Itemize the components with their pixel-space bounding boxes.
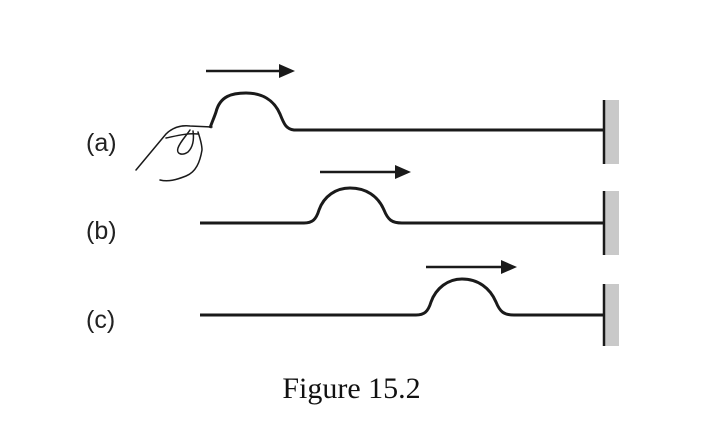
- string-a-with-pulse: [208, 91, 604, 132]
- string-b-with-pulse: [200, 186, 604, 225]
- direction-arrow-b-head: [395, 165, 411, 179]
- wall-a: [605, 100, 619, 164]
- panel-label-a: (a): [86, 129, 117, 157]
- panel-c: [200, 260, 619, 346]
- panel-a: [135, 64, 619, 182]
- figure-caption: Figure 15.2: [282, 372, 421, 405]
- direction-arrow-c-head: [501, 260, 517, 274]
- panel-label-b: (b): [86, 217, 117, 245]
- hand-icon: [135, 125, 213, 182]
- panel-b: [200, 165, 619, 255]
- panel-label-c: (c): [86, 306, 116, 334]
- string-c-with-pulse: [200, 277, 604, 317]
- wall-c: [605, 284, 619, 346]
- wall-b: [605, 191, 619, 255]
- direction-arrow-a-head: [279, 64, 295, 78]
